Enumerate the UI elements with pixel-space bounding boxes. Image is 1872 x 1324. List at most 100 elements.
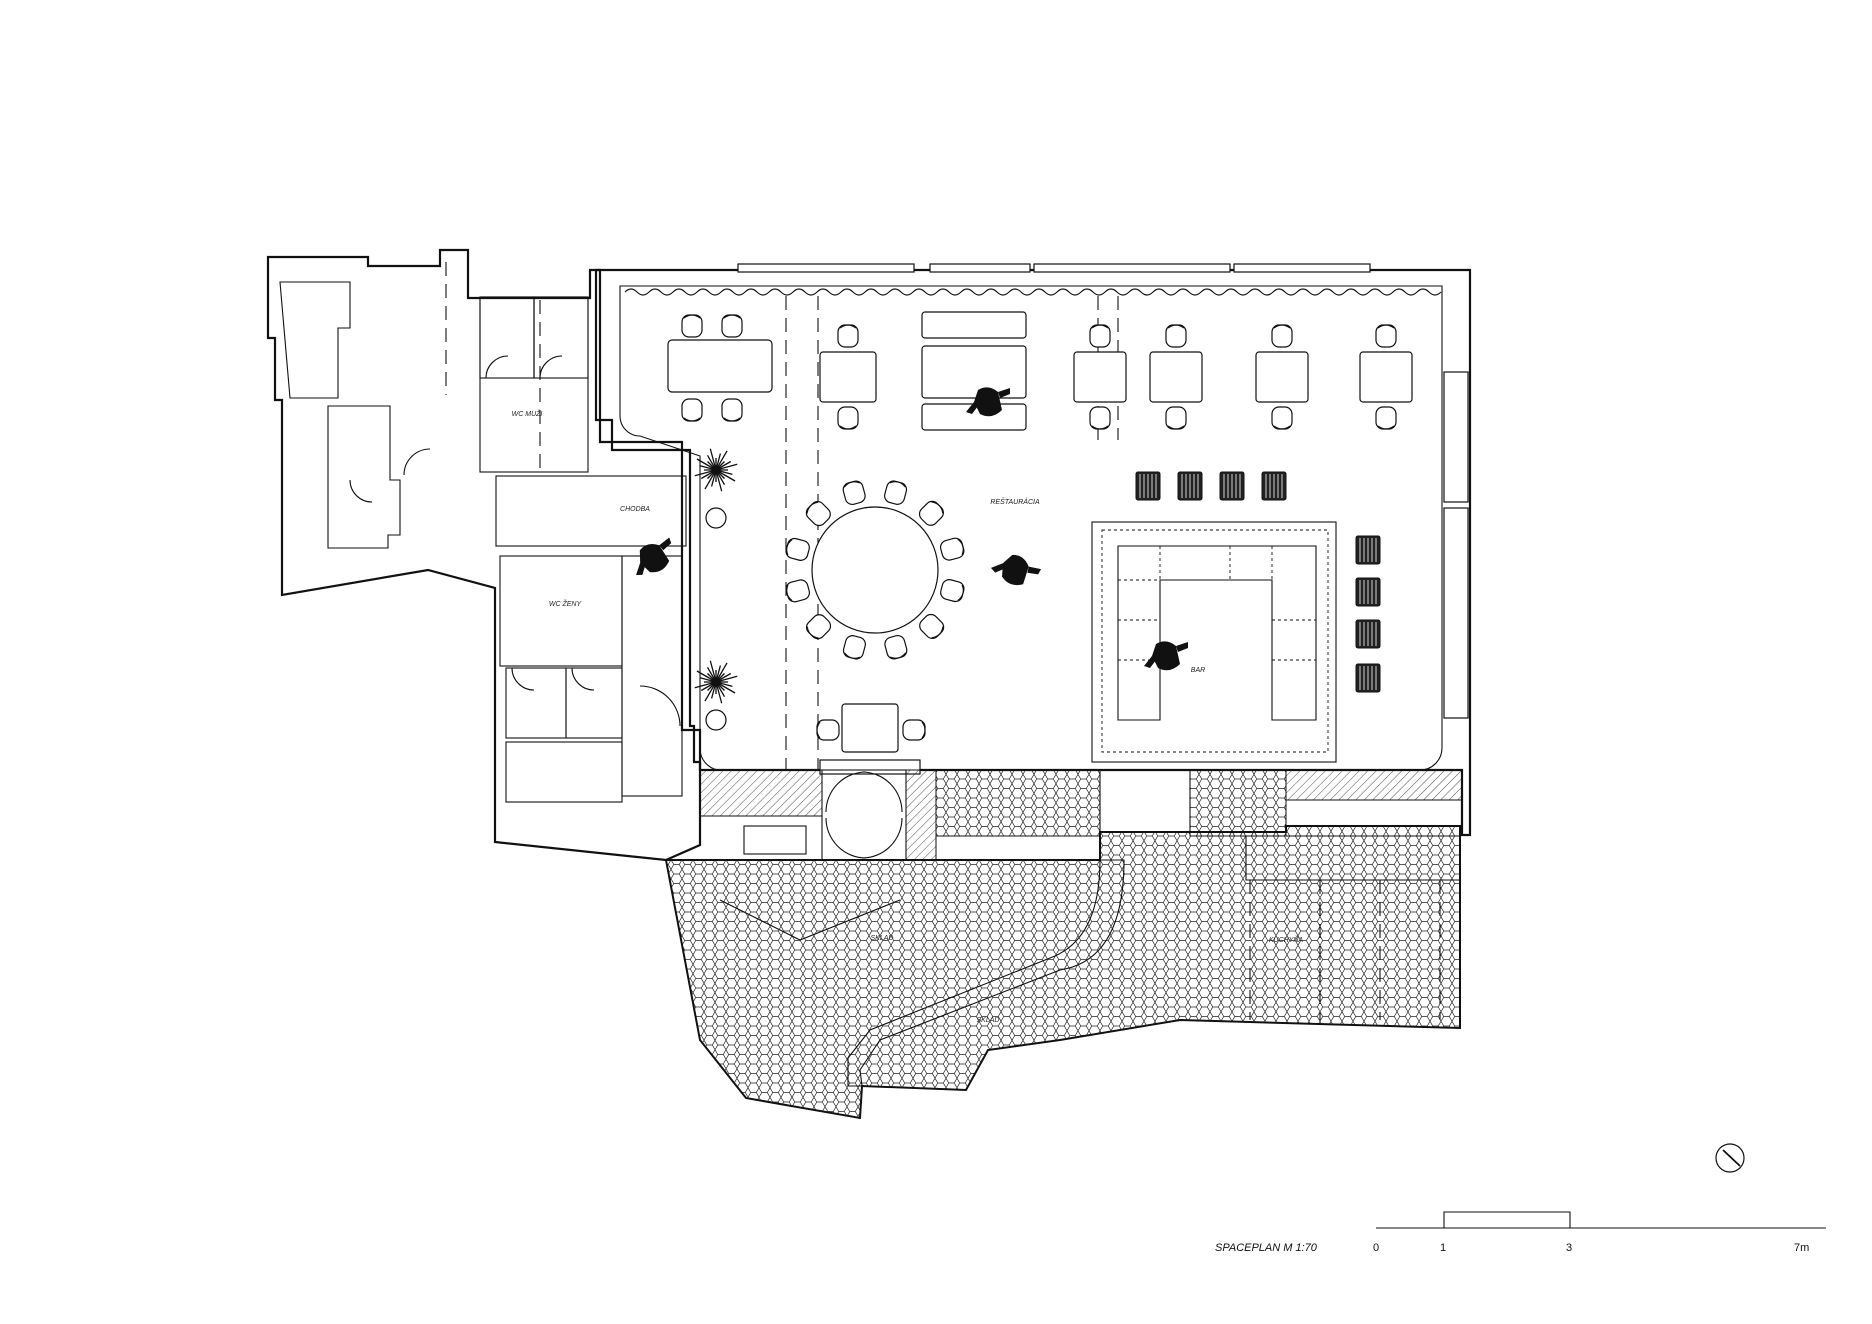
counter xyxy=(1245,835,1461,881)
cabinet xyxy=(743,825,807,855)
bench xyxy=(921,311,1027,339)
room-label-bar: BAR xyxy=(1191,667,1205,674)
bar-stool xyxy=(1355,577,1381,607)
chair xyxy=(721,314,743,338)
table xyxy=(667,339,773,393)
dashed-line xyxy=(1249,880,1441,1020)
wc-men-stall-1 xyxy=(479,296,535,379)
bar-stools xyxy=(1135,471,1381,693)
chair xyxy=(884,634,908,660)
scale-tick-0: 0 xyxy=(1373,1242,1380,1254)
room-label-wc-women: WC ŽENY xyxy=(549,599,583,608)
chair xyxy=(681,398,703,422)
storage-shelf xyxy=(719,899,901,941)
service-door-box xyxy=(1099,769,1191,833)
chair xyxy=(940,579,965,603)
window xyxy=(1033,263,1231,273)
chair xyxy=(842,635,866,660)
kitchen-floor xyxy=(664,825,1461,1120)
table xyxy=(819,351,877,403)
chairs xyxy=(681,314,1397,741)
people-figures xyxy=(636,387,1188,671)
chair xyxy=(1089,406,1111,430)
person-figure xyxy=(636,537,672,576)
chair xyxy=(805,614,832,640)
restaurant-area: REŠTAURÁCIA BAR xyxy=(594,263,1472,837)
chair xyxy=(1271,324,1293,348)
table xyxy=(1255,351,1309,403)
chair xyxy=(805,500,831,527)
west-wing-outer-wall xyxy=(266,248,702,862)
table xyxy=(921,345,1027,399)
door-swing xyxy=(349,479,373,503)
door-swing xyxy=(639,685,681,727)
scale-bar xyxy=(1376,1211,1826,1229)
table xyxy=(1073,351,1127,403)
bar-stool xyxy=(1135,471,1161,501)
chair xyxy=(785,579,811,603)
chair xyxy=(1165,406,1187,430)
window xyxy=(737,263,915,273)
scale-tick-1: 1 xyxy=(1440,1242,1447,1254)
threshold xyxy=(819,759,921,775)
bar-stool xyxy=(1219,471,1245,501)
bar-counter-shape xyxy=(1117,545,1317,721)
tiled-floor xyxy=(935,769,1101,837)
plant-icon xyxy=(694,660,738,704)
chair xyxy=(939,537,965,561)
room-label-storage: SKLAD xyxy=(871,935,894,942)
chair xyxy=(785,537,810,561)
bar-outline xyxy=(1091,521,1337,763)
wc-women-vanity xyxy=(505,741,623,803)
restaurant-outer-wall xyxy=(594,268,1472,837)
corridor-room xyxy=(495,475,687,547)
window xyxy=(1233,263,1371,273)
door-swing xyxy=(485,355,509,379)
door-swing xyxy=(539,355,563,379)
bar-stool xyxy=(1355,663,1381,693)
scale-tick-7m: 7m xyxy=(1794,1242,1810,1254)
north-arrow-icon xyxy=(1715,1143,1745,1173)
bar-dotted xyxy=(1101,529,1329,753)
chair xyxy=(1271,406,1293,430)
wall-hatched xyxy=(1285,769,1463,801)
chair xyxy=(721,398,743,422)
door-swing xyxy=(571,667,595,691)
bar-stool xyxy=(1261,471,1287,501)
west-wing: WC MUŽI CHODBA WC ŽENY xyxy=(266,248,702,862)
window xyxy=(929,263,1031,273)
chair xyxy=(884,480,908,505)
chair xyxy=(1375,324,1397,348)
table xyxy=(1359,351,1413,403)
bar-stool xyxy=(1355,619,1381,649)
table xyxy=(1149,351,1203,403)
door-swing xyxy=(511,667,535,691)
wc-men-stall-2 xyxy=(533,296,589,379)
swing-door xyxy=(825,771,903,859)
round-table xyxy=(811,506,939,634)
round-table-chairs xyxy=(785,480,965,660)
planter xyxy=(705,507,727,529)
wall-hatched xyxy=(905,769,937,861)
room-label-kitchen: KUCHYŇA xyxy=(1269,935,1304,944)
chair xyxy=(837,406,859,430)
service-area: SKLAD KUCHYŇA SKLAD xyxy=(664,769,1463,1120)
table xyxy=(841,703,899,753)
bar-divisions xyxy=(1118,546,1316,661)
chair xyxy=(1089,324,1111,348)
chair xyxy=(918,500,945,526)
person-figure xyxy=(1144,641,1188,671)
chair xyxy=(842,480,866,506)
bar-counter: BAR xyxy=(1091,521,1337,763)
chair xyxy=(902,719,926,741)
west-wing-inner-wall xyxy=(279,281,351,399)
corridor-south xyxy=(621,555,683,797)
plant-icon xyxy=(694,448,738,492)
tiled-floor xyxy=(1189,769,1287,837)
plan-caption: SPACEPLAN M 1:70 xyxy=(1215,1242,1317,1254)
door-swing xyxy=(403,448,431,476)
chair xyxy=(919,613,945,640)
chair xyxy=(816,719,840,741)
bar-stool xyxy=(1177,471,1203,501)
